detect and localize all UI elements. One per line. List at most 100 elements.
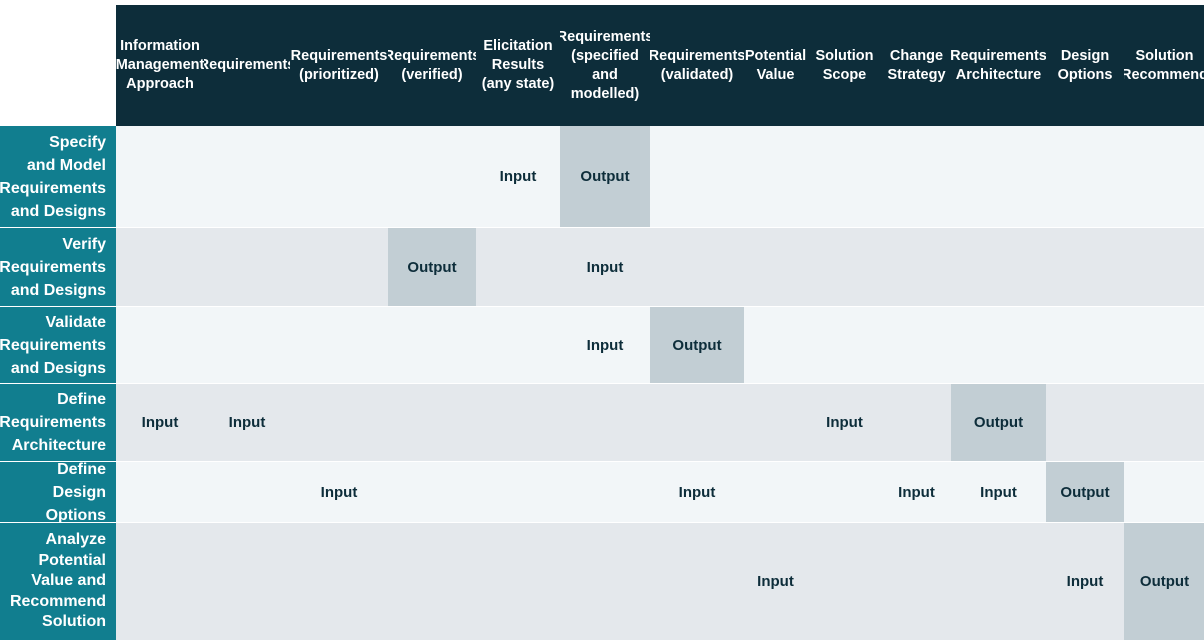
empty-cell bbox=[1046, 306, 1124, 383]
input-cell: Input bbox=[476, 126, 560, 227]
empty-cell bbox=[1046, 227, 1124, 306]
input-cell: Input bbox=[1046, 522, 1124, 640]
empty-cell bbox=[951, 126, 1046, 227]
output-cell: Output bbox=[388, 227, 476, 306]
empty-cell bbox=[116, 227, 204, 306]
column-header: Potential Value bbox=[744, 5, 807, 126]
empty-cell bbox=[388, 383, 476, 461]
empty-cell bbox=[116, 461, 204, 522]
input-cell: Input bbox=[290, 461, 388, 522]
column-header: Requirements (validated) bbox=[650, 5, 744, 126]
empty-cell bbox=[882, 522, 951, 640]
empty-cell bbox=[807, 227, 882, 306]
column-header: Requirements (prioritized) bbox=[290, 5, 388, 126]
input-cell: Input bbox=[116, 383, 204, 461]
column-header: Elicitation Results (any state) bbox=[476, 5, 560, 126]
row-header: Specify and Model Requirements and Desig… bbox=[0, 126, 116, 227]
empty-cell bbox=[650, 227, 744, 306]
row-header: Define Requirements Architecture bbox=[0, 383, 116, 461]
column-header: Requirements (specified and modelled) bbox=[560, 5, 650, 126]
row-header: Analyze Potential Value and Recommend So… bbox=[0, 522, 116, 640]
input-cell: Input bbox=[560, 227, 650, 306]
empty-cell bbox=[204, 461, 290, 522]
empty-cell bbox=[744, 461, 807, 522]
input-cell: Input bbox=[744, 522, 807, 640]
column-header: Information Management Approach bbox=[116, 5, 204, 126]
empty-cell bbox=[882, 227, 951, 306]
empty-cell bbox=[116, 306, 204, 383]
column-header: Requirements Architecture bbox=[951, 5, 1046, 126]
input-cell: Input bbox=[807, 383, 882, 461]
column-header: Solution Scope bbox=[807, 5, 882, 126]
empty-cell bbox=[388, 126, 476, 227]
empty-cell bbox=[744, 383, 807, 461]
empty-cell bbox=[1124, 227, 1204, 306]
empty-cell bbox=[476, 306, 560, 383]
empty-cell bbox=[116, 522, 204, 640]
empty-cell bbox=[476, 461, 560, 522]
empty-cell bbox=[951, 306, 1046, 383]
empty-cell bbox=[290, 227, 388, 306]
empty-cell bbox=[1124, 383, 1204, 461]
empty-cell bbox=[882, 383, 951, 461]
empty-cell bbox=[204, 126, 290, 227]
matrix-top-strip bbox=[116, 0, 1204, 5]
empty-cell bbox=[204, 522, 290, 640]
empty-cell bbox=[1046, 126, 1124, 227]
column-header: Solution Recommend bbox=[1124, 5, 1204, 126]
empty-cell bbox=[476, 383, 560, 461]
empty-cell bbox=[388, 306, 476, 383]
empty-cell bbox=[807, 461, 882, 522]
output-cell: Output bbox=[650, 306, 744, 383]
empty-cell bbox=[1124, 461, 1204, 522]
empty-cell bbox=[1124, 306, 1204, 383]
column-header: Change Strategy bbox=[882, 5, 951, 126]
empty-cell bbox=[290, 522, 388, 640]
empty-cell bbox=[882, 306, 951, 383]
empty-cell bbox=[476, 522, 560, 640]
empty-cell bbox=[807, 306, 882, 383]
empty-cell bbox=[116, 126, 204, 227]
empty-cell bbox=[290, 126, 388, 227]
empty-cell bbox=[650, 383, 744, 461]
row-header: Validate Requirements and Designs bbox=[0, 306, 116, 383]
empty-cell bbox=[290, 383, 388, 461]
column-header: Requirements bbox=[204, 5, 290, 126]
empty-cell bbox=[1124, 126, 1204, 227]
output-cell: Output bbox=[1046, 461, 1124, 522]
input-cell: Input bbox=[951, 461, 1046, 522]
output-cell: Output bbox=[1124, 522, 1204, 640]
row-header: Define Design Options bbox=[0, 461, 116, 524]
empty-cell bbox=[560, 383, 650, 461]
output-cell: Output bbox=[951, 383, 1046, 461]
input-cell: Input bbox=[560, 306, 650, 383]
empty-cell bbox=[204, 306, 290, 383]
empty-cell bbox=[650, 126, 744, 227]
empty-cell bbox=[807, 126, 882, 227]
empty-cell bbox=[882, 126, 951, 227]
empty-cell bbox=[476, 227, 560, 306]
empty-cell bbox=[744, 126, 807, 227]
matrix-corner bbox=[0, 0, 116, 126]
input-cell: Input bbox=[204, 383, 290, 461]
column-header: Requirements (verified) bbox=[388, 5, 476, 126]
empty-cell bbox=[951, 227, 1046, 306]
row-header: Verify Requirements and Designs bbox=[0, 227, 116, 306]
empty-cell bbox=[204, 227, 290, 306]
empty-cell bbox=[650, 522, 744, 640]
empty-cell bbox=[560, 522, 650, 640]
input-cell: Input bbox=[882, 461, 951, 522]
empty-cell bbox=[744, 306, 807, 383]
empty-cell bbox=[388, 522, 476, 640]
empty-cell bbox=[290, 306, 388, 383]
empty-cell bbox=[1046, 383, 1124, 461]
empty-cell bbox=[951, 522, 1046, 640]
empty-cell bbox=[807, 522, 882, 640]
empty-cell bbox=[388, 461, 476, 522]
empty-cell bbox=[560, 461, 650, 522]
column-header: Design Options bbox=[1046, 5, 1124, 126]
input-cell: Input bbox=[650, 461, 744, 522]
output-cell: Output bbox=[560, 126, 650, 227]
empty-cell bbox=[744, 227, 807, 306]
